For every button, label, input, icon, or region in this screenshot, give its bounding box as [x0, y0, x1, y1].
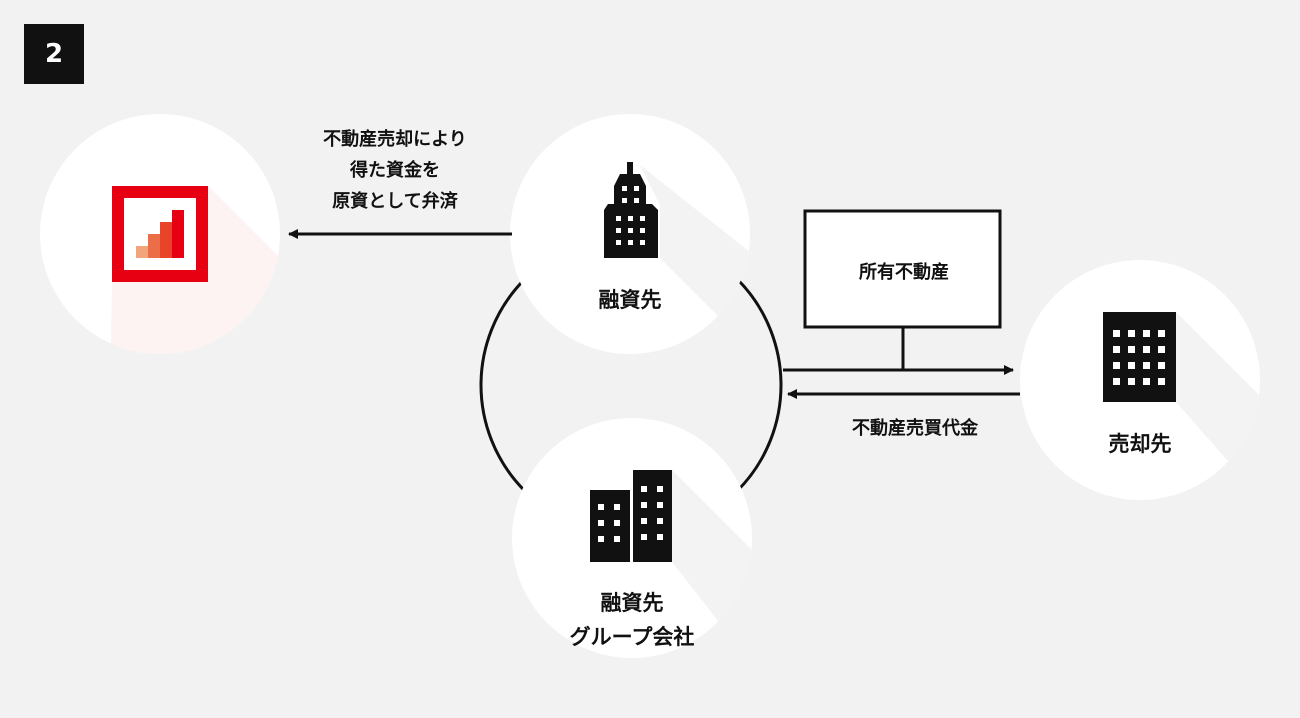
group-label: 融資先 グループ会社: [532, 586, 732, 654]
repayment-text-line3: 原資として弁済: [332, 191, 458, 212]
office-tower-icon: [604, 162, 658, 258]
borrower-node: [510, 114, 750, 354]
group-label-line2: グループ会社: [569, 625, 695, 649]
buyer-label: 売却先: [1108, 432, 1172, 456]
step-badge: 2: [24, 24, 84, 84]
property-box: [803, 209, 1002, 329]
sale-payment-text: 不動産売買代金: [852, 418, 978, 439]
twin-buildings-icon: [590, 470, 672, 562]
repayment-text: 不動産売却により 得た資金を 原資として弁済: [290, 124, 500, 217]
property-box-label: 所有不動産: [859, 262, 949, 283]
bank-logo: [112, 186, 208, 282]
repayment-text-line1: 不動産売却により: [323, 129, 467, 150]
group-node: [512, 418, 752, 658]
building-icon: [1103, 312, 1176, 402]
repayment-text-line2: 得た資金を: [350, 160, 440, 181]
borrower-label: 融資先: [598, 288, 662, 312]
bank-node: [40, 114, 280, 354]
buyer-node: [1020, 260, 1260, 500]
group-label-line1: 融資先: [600, 591, 664, 615]
